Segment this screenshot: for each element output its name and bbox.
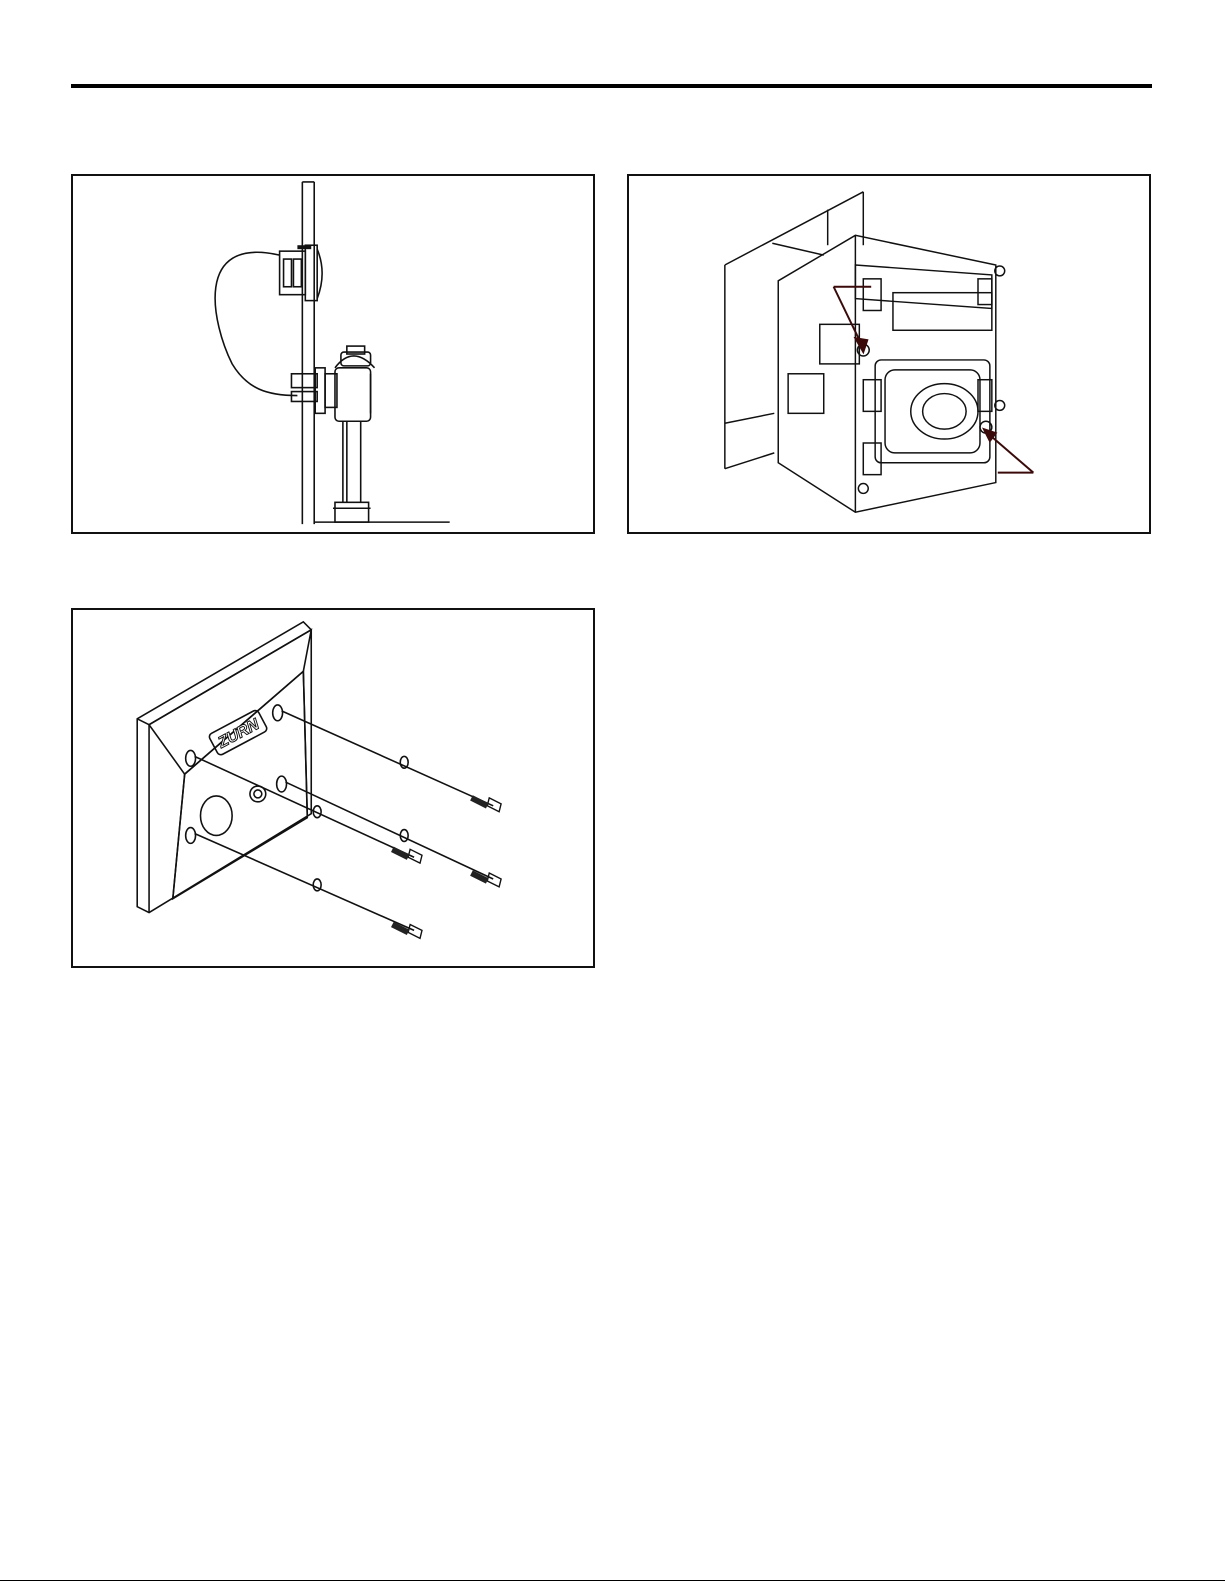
top-rule — [71, 84, 1152, 88]
wall-box-icon — [778, 235, 1004, 512]
zurn-logo-text: ZURN — [214, 716, 262, 752]
figure-2-panel — [627, 174, 1151, 534]
figure-2-illustration — [629, 176, 1149, 532]
cable-icon — [215, 252, 297, 395]
wall-icon — [302, 182, 449, 524]
figure-3-panel: ZURN — [71, 608, 595, 968]
sensor-icon — [280, 245, 323, 300]
cover-plate-icon — [137, 622, 311, 913]
figure-1-panel — [71, 174, 595, 534]
figure-3-illustration: ZURN — [73, 610, 593, 966]
bottom-rule — [0, 1580, 1225, 1581]
figure-1-illustration — [73, 176, 593, 532]
flush-valve-icon — [291, 346, 374, 522]
